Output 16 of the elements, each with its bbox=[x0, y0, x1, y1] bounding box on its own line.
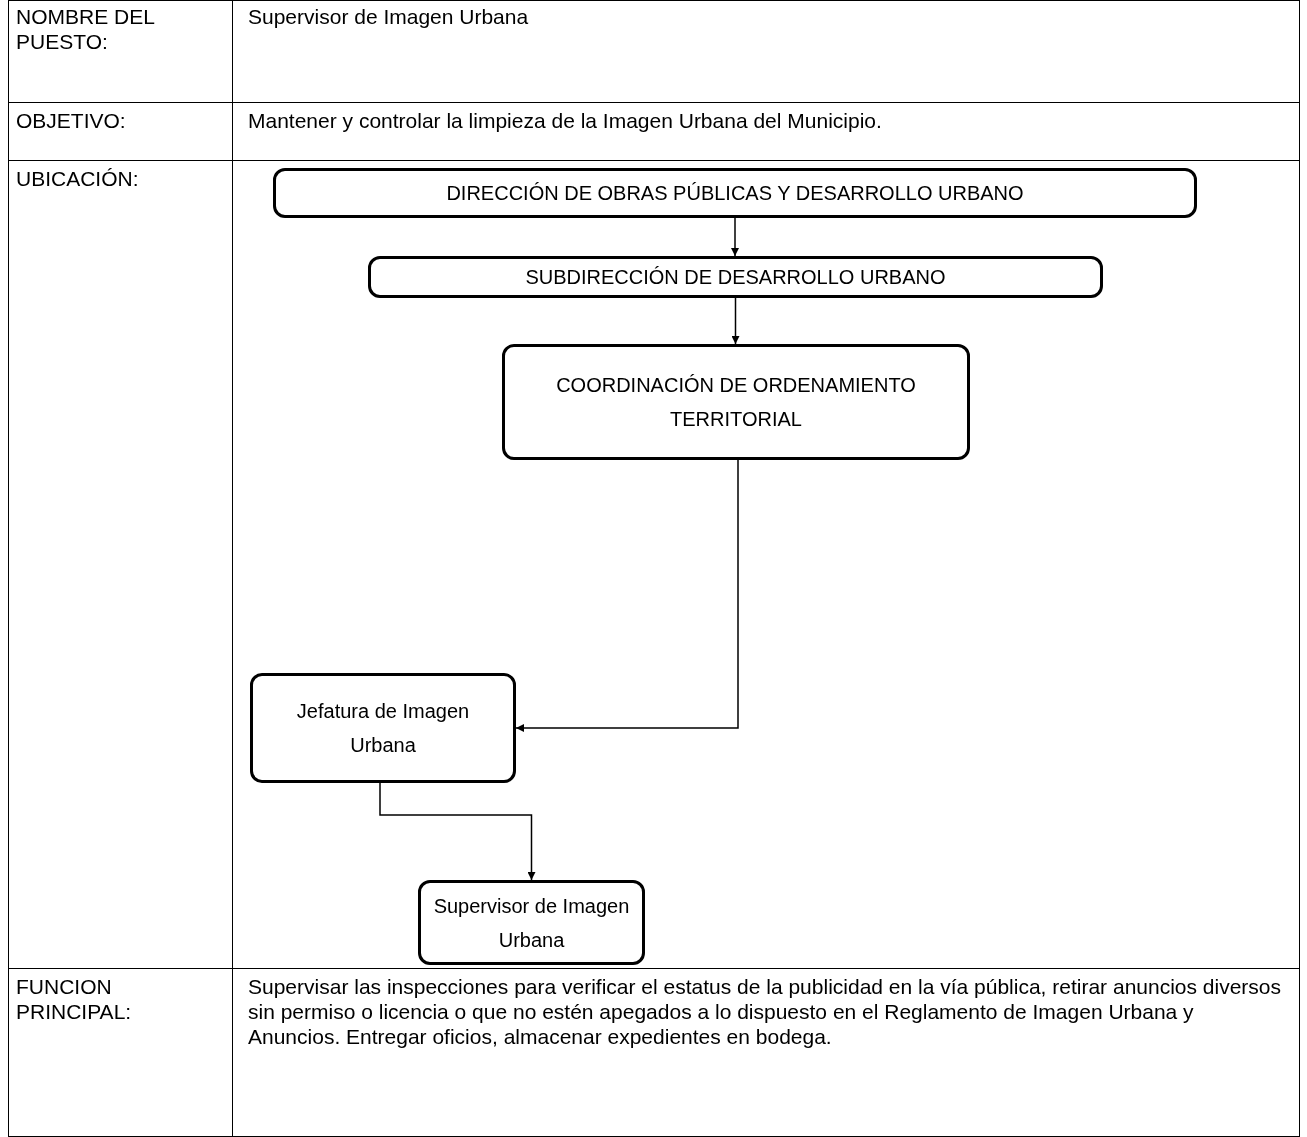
row-header: FUNCION PRINCIPAL: bbox=[16, 974, 133, 1024]
arrow bbox=[731, 297, 740, 345]
row-header: OBJETIVO: bbox=[16, 108, 127, 133]
org-box: COORDINACIÓN DE ORDENAMIENTO TERRITORIAL bbox=[502, 344, 970, 460]
org-box: DIRECCIÓN DE OBRAS PÚBLICAS Y DESARROLLO URBANO bbox=[273, 168, 1197, 218]
arrow bbox=[515, 459, 739, 732]
function-text: Supervisar las inspecciones para verificar el estatus de la publicidad en la vía pública, retirar anuncios diversos sin permiso o licencia o que no estén apegados a lo dispuesto en el Reglamento de Imagen Urbana y Anuncios. Entregar oficios, almacenar expedientes en bodega. bbox=[248, 974, 1283, 1049]
row-header: UBICACIÓN: bbox=[16, 166, 140, 191]
arrow bbox=[731, 217, 739, 257]
objective-text: Mantener y controlar la limpieza de la Imagen Urbana del Municipio. bbox=[248, 108, 883, 133]
org-box: Jefatura de Imagen Urbana bbox=[250, 673, 516, 783]
row-header: NOMBRE DEL PUESTO: bbox=[16, 4, 156, 54]
position-title: Supervisor de Imagen Urbana bbox=[248, 4, 530, 29]
org-box: SUBDIRECCIÓN DE DESARROLLO URBANO bbox=[368, 256, 1103, 298]
org-box: Supervisor de Imagen Urbana bbox=[418, 880, 645, 965]
arrow bbox=[379, 782, 536, 881]
